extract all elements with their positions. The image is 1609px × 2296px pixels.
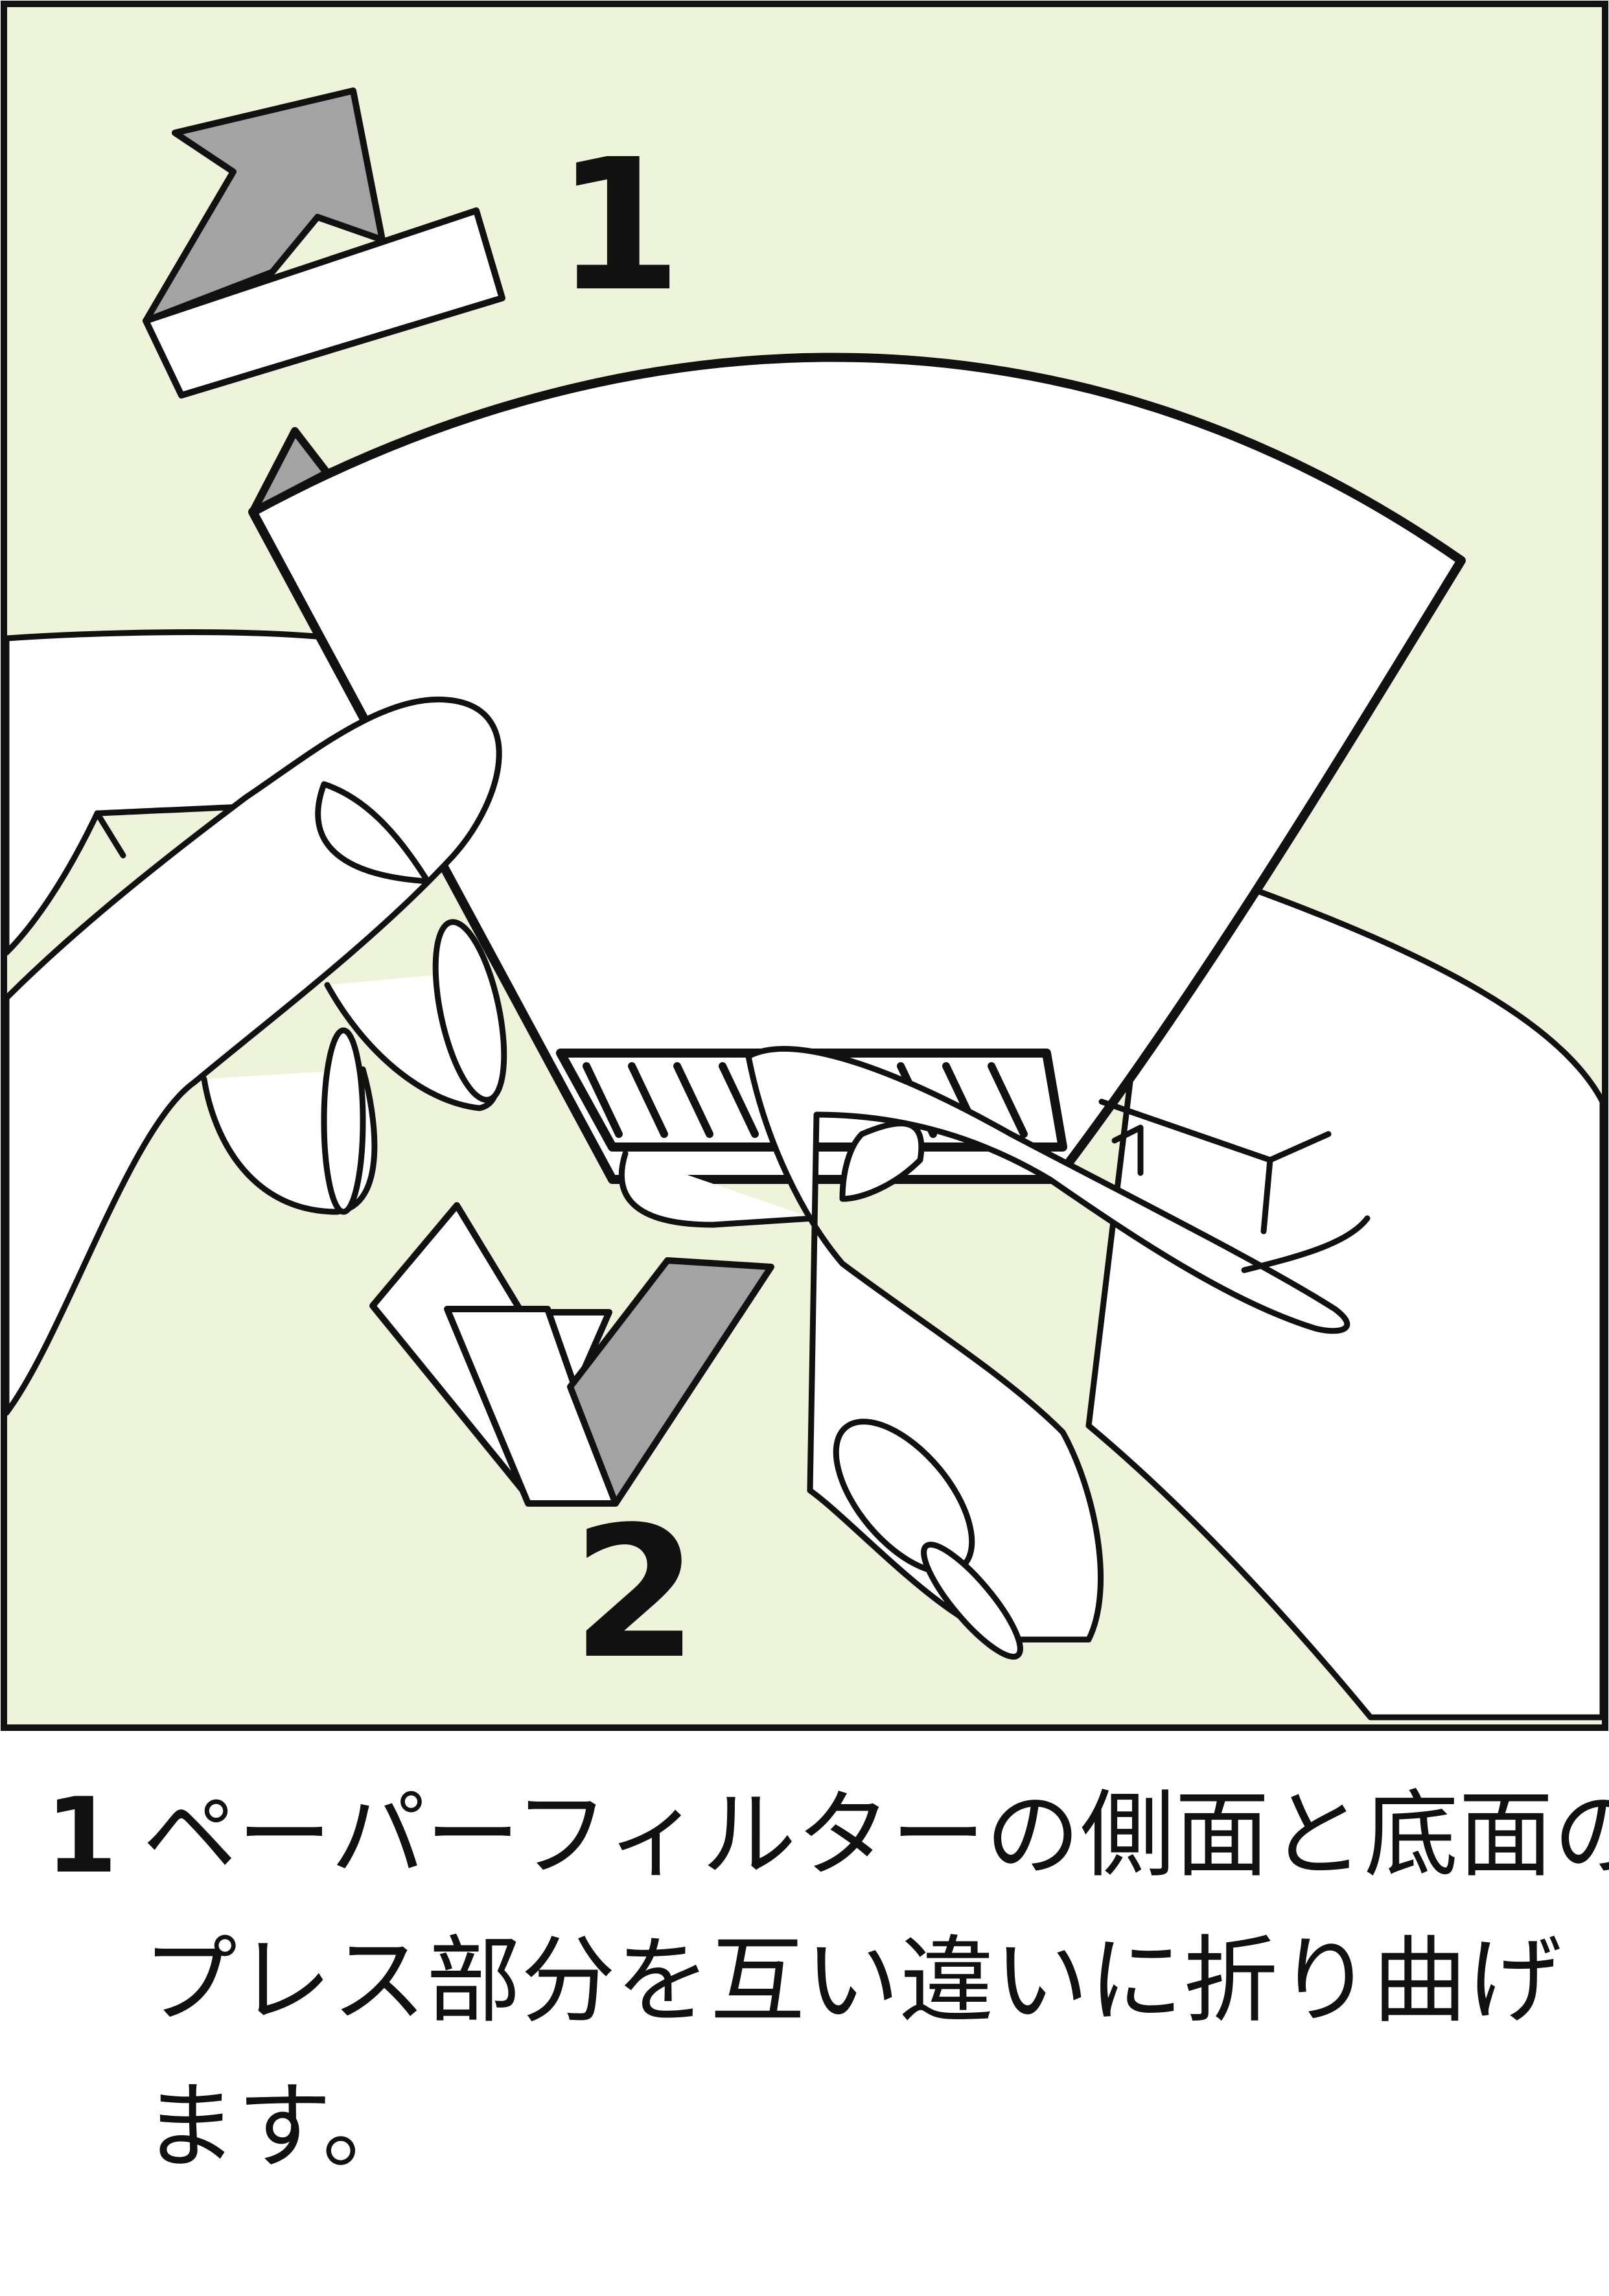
marker-2: 2 [572, 1488, 699, 1699]
left-fingernail-2 [321, 1027, 366, 1215]
marker-1: 1 [556, 121, 682, 332]
right-fingernail-2 [921, 1542, 1023, 1660]
left-thumbnail [315, 781, 431, 885]
left-fingernail-1 [432, 919, 507, 1103]
instruction-step: 1 ペーパーフィルターの側面と底面の プレス部分を互い違いに折り曲げ ます。 [45, 1763, 1609, 2200]
paper-filter [248, 353, 1466, 1184]
arrow-2-shade-icon [567, 1257, 774, 1507]
side-press-fold [249, 427, 331, 516]
left-sleeve-fold [94, 810, 126, 859]
step-text-line-2: プレス部分を互い違いに折り曲げ [143, 1926, 1562, 2036]
right-knuckle [1098, 1098, 1371, 1273]
arrow-1-tail-icon [143, 207, 505, 399]
step-text: ペーパーフィルターの側面と底面の プレス部分を互い違いに折り曲げ ます。 [143, 1763, 1609, 2200]
right-finger-under [619, 1150, 816, 1228]
step-text-line-3: ます。 [143, 2072, 417, 2182]
left-hand [3, 696, 502, 1416]
right-sleeve [1085, 878, 1606, 1721]
step-number: 1 [45, 1775, 118, 1896]
right-thumbnail [839, 1120, 925, 1202]
filter-folding-illustration: 1 2 [1, 1, 1608, 1731]
step-text-line-1: ペーパーフィルターの側面と底面の [143, 1780, 1609, 1890]
arrow-1-icon [143, 87, 386, 324]
